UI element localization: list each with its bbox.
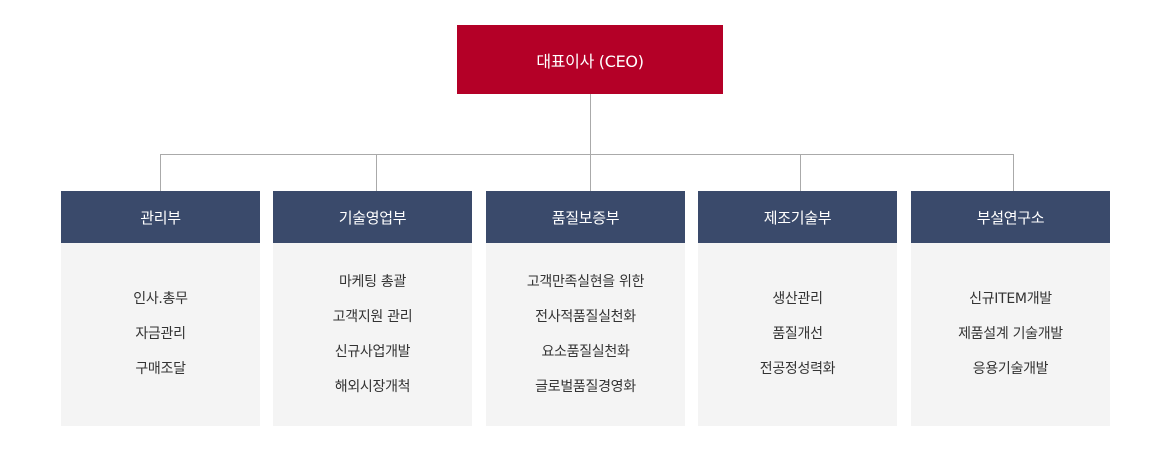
ceo-label: 대표이사 (CEO) [536,51,644,71]
duty-item: 신규ITEM개발 [969,291,1052,307]
duty-item: 품질개선 [772,326,823,342]
dept-title: 제조기술부 [763,208,832,227]
dept-header: 관리부 [61,191,260,243]
dept-manufacturing-tech: 제조기술부 생산관리 품질개선 전공정성력화 [698,191,897,426]
duty-item: 마케팅 총괄 [338,273,407,290]
duty-item: 응용기술개발 [972,361,1049,377]
dept-duties: 고객만족실현을 위한 전사적품질실천화 요소품질실천화 글로벌품질경영화 [486,243,685,426]
duty-item: 글로벌품질경영화 [535,378,636,395]
dept-research-lab: 부설연구소 신규ITEM개발 제품설계 기술개발 응용기술개발 [911,191,1110,426]
dept-title: 기술영업부 [338,208,407,227]
duty-item: 고객지원 관리 [332,308,413,325]
dept-management: 관리부 인사.총무 자금관리 구매조달 [61,191,260,426]
duty-item: 해외시장개척 [334,378,411,395]
duty-item: 제품설계 기술개발 [958,326,1063,342]
dept-header: 부설연구소 [911,191,1110,243]
dept-tech-sales: 기술영업부 마케팅 총괄 고객지원 관리 신규사업개발 해외시장개척 [273,191,472,426]
dept-header: 품질보증부 [486,191,685,243]
duty-item: 신규사업개발 [334,343,411,360]
dept-duties: 마케팅 총괄 고객지원 관리 신규사업개발 해외시장개척 [273,243,472,426]
duty-item: 고객만족실현을 위한 [526,273,645,290]
duty-item: 전사적품질실천화 [535,308,636,325]
duty-item: 전공정성력화 [759,361,836,377]
dept-duties: 생산관리 품질개선 전공정성력화 [698,243,897,426]
duty-item: 인사.총무 [133,291,188,307]
dept-header: 제조기술부 [698,191,897,243]
duty-item: 생산관리 [772,291,823,307]
dept-title: 관리부 [140,208,181,227]
dept-duties: 인사.총무 자금관리 구매조달 [61,243,260,426]
duty-item: 요소품질실천화 [541,343,630,360]
ceo-box: 대표이사 (CEO) [457,25,723,94]
dept-duties: 신규ITEM개발 제품설계 기술개발 응용기술개발 [911,243,1110,426]
dept-title: 부설연구소 [976,208,1045,227]
duty-item: 자금관리 [135,326,186,342]
dept-title: 품질보증부 [551,208,620,227]
duty-item: 구매조달 [135,361,186,377]
dept-quality-assurance: 품질보증부 고객만족실현을 위한 전사적품질실천화 요소품질실천화 글로벌품질경… [486,191,685,426]
dept-header: 기술영업부 [273,191,472,243]
